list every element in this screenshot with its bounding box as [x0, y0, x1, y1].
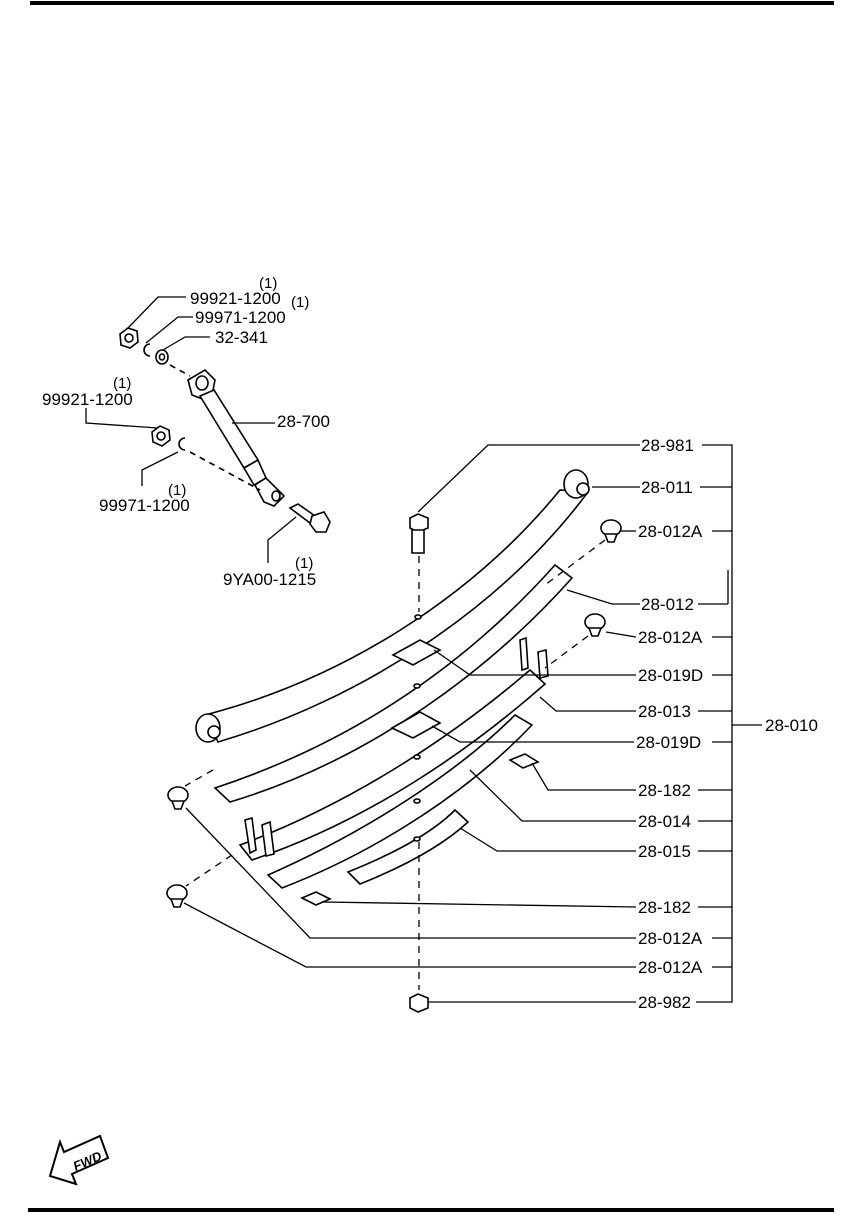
label-bushing: 32-341 — [215, 328, 268, 347]
assembly-dash-lines — [184, 539, 606, 990]
pad-lower-icon — [390, 711, 442, 739]
label-assembly: 28-010 — [765, 716, 818, 735]
bumper-left-lower-icon — [166, 884, 188, 908]
label-nut-lower: 99921-1200 — [42, 390, 133, 409]
label-28-012: 28-012 — [641, 595, 694, 614]
label-28-019D-b: 28-019D — [636, 733, 701, 752]
absorber-icon — [187, 368, 286, 507]
label-28-182-b: 28-182 — [638, 898, 691, 917]
label-28-013: 28-013 — [638, 702, 691, 721]
bushing-icon — [155, 349, 169, 365]
label-28-012A-d: 28-012A — [638, 958, 703, 977]
liner-upper-icon — [508, 753, 540, 769]
upper-washer-icon — [143, 343, 151, 357]
label-28-012A-a: 28-012A — [638, 522, 703, 541]
bolt-icon — [288, 503, 331, 533]
qty-washer-lower: (1) — [168, 482, 186, 499]
label-bolt: 9YA00-1215 — [223, 570, 316, 589]
fifth-leaf-icon — [346, 808, 470, 885]
label-28-012A-b: 28-012A — [638, 628, 703, 647]
bumper-left-upper-icon — [167, 786, 189, 810]
label-28-012A-c: 28-012A — [638, 929, 703, 948]
bumper-upper-right-icon — [600, 519, 622, 543]
second-leaf-icon — [213, 563, 574, 803]
label-absorber: 28-700 — [277, 412, 330, 431]
center-nut-icon — [409, 993, 429, 1013]
label-washer-upper: 99971-1200 — [195, 308, 286, 327]
center-bolt-icon — [409, 513, 429, 554]
lower-washer-icon — [178, 437, 186, 451]
label-nut-upper: 99921-1200 — [190, 289, 281, 308]
qty-bolt: (1) — [295, 555, 313, 572]
spring-leaders — [183, 444, 762, 1003]
label-28-182-a: 28-182 — [638, 781, 691, 800]
leaf-spring-group — [166, 469, 622, 1013]
rebound-clip-rear-icon — [519, 636, 549, 680]
label-washer-lower: 99971-1200 — [99, 496, 190, 515]
rebound-clip-front-icon — [244, 816, 275, 857]
third-leaf-icon — [238, 668, 547, 861]
shock-leaders — [85, 296, 297, 563]
qty-nut-lower: (1) — [113, 375, 131, 392]
forward-arrow-icon: FWD — [48, 1134, 110, 1186]
lower-nut-icon — [151, 425, 171, 447]
upper-nut-icon — [119, 327, 139, 349]
bumper-mid-right-icon — [584, 613, 606, 637]
label-28-014: 28-014 — [638, 812, 691, 831]
fourth-leaf-icon — [266, 713, 534, 889]
main-leaf-icon — [195, 469, 590, 743]
qty-nut-upper: (1) — [259, 275, 277, 292]
shock-absorber-group — [119, 327, 331, 533]
label-28-011: 28-011 — [641, 478, 693, 497]
label-28-981: 28-981 — [641, 436, 694, 455]
label-28-019D-a: 28-019D — [638, 666, 703, 685]
liner-lower-icon — [300, 891, 332, 906]
label-28-015: 28-015 — [638, 842, 691, 861]
pad-upper-icon — [391, 639, 442, 666]
qty-washer-upper: (1) — [291, 294, 309, 311]
label-28-982: 28-982 — [638, 993, 691, 1012]
